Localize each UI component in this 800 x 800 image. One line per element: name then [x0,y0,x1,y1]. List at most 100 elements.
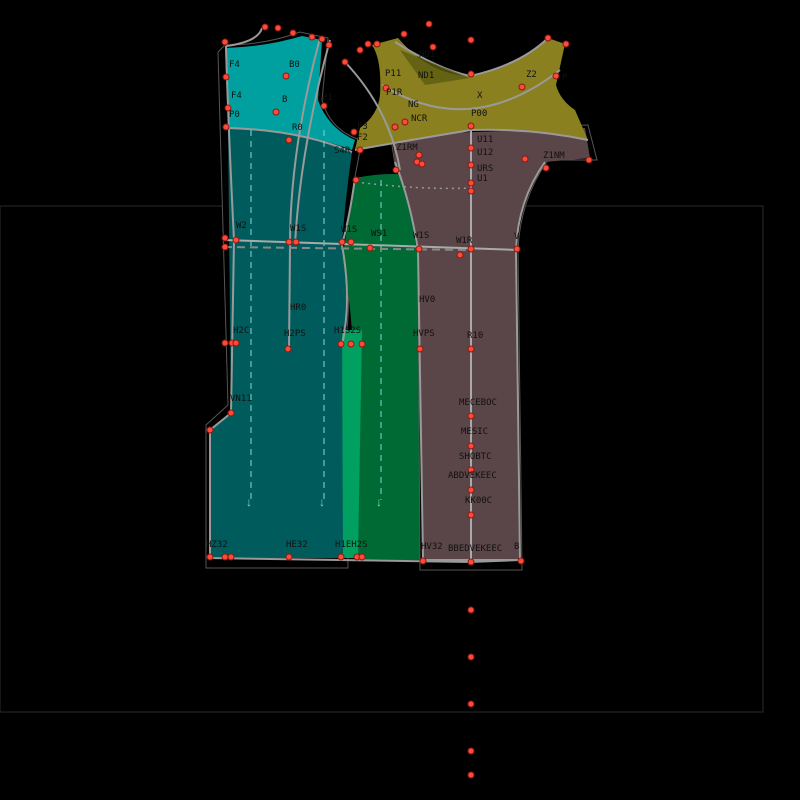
construction-point[interactable] [232,236,240,244]
front-lower-panel[interactable] [210,128,352,558]
construction-point[interactable] [285,553,293,561]
construction-point[interactable] [467,245,475,253]
construction-point[interactable] [289,29,297,37]
point-label: HV0 [419,295,435,305]
construction-point[interactable] [401,118,409,126]
construction-point[interactable] [416,345,424,353]
construction-point[interactable] [318,35,326,43]
construction-point[interactable] [221,553,229,561]
construction-point[interactable] [542,164,550,172]
construction-point[interactable] [467,771,475,779]
construction-point[interactable] [467,486,475,494]
construction-point[interactable] [467,442,475,450]
construction-point[interactable] [221,339,229,347]
construction-point[interactable] [285,238,293,246]
construction-point[interactable] [224,104,232,112]
side-piece[interactable]: ↓ [340,174,424,560]
construction-point[interactable] [366,244,374,252]
construction-point[interactable] [513,245,521,253]
construction-point[interactable] [320,102,328,110]
point-label: ABDVEKEEC [448,471,497,481]
construction-point[interactable] [382,84,390,92]
construction-point[interactable] [364,40,372,48]
construction-point[interactable] [338,238,346,246]
construction-point[interactable] [467,179,475,187]
construction-point[interactable] [325,41,333,49]
construction-point[interactable] [517,557,525,565]
construction-point[interactable] [467,345,475,353]
construction-point[interactable] [272,108,280,116]
construction-point[interactable] [418,160,426,168]
construction-point[interactable] [292,238,300,246]
construction-point[interactable] [467,412,475,420]
construction-point[interactable] [221,243,229,251]
construction-point[interactable] [544,34,552,42]
construction-point[interactable] [467,122,475,130]
construction-point[interactable] [347,238,355,246]
point-label: URS [477,164,493,174]
construction-point[interactable] [337,553,345,561]
construction-point[interactable] [358,553,366,561]
construction-point[interactable] [415,245,423,253]
point-label: R10 [467,331,483,341]
construction-point[interactable] [341,58,349,66]
front-piece[interactable]: ↓ ↓ [205,31,361,569]
construction-point[interactable] [467,144,475,152]
construction-point[interactable] [222,73,230,81]
construction-point[interactable] [308,33,316,41]
construction-points[interactable] [206,20,593,779]
construction-point[interactable] [392,166,400,174]
construction-point[interactable] [284,345,292,353]
construction-point[interactable] [467,466,475,474]
point-label: KK00C [465,496,492,506]
construction-point[interactable] [282,72,290,80]
construction-point[interactable] [562,40,570,48]
construction-point[interactable] [373,40,381,48]
construction-point[interactable] [585,156,593,164]
construction-point[interactable] [456,251,464,259]
point-label: P00 [471,109,487,119]
construction-point[interactable] [400,30,408,38]
construction-point[interactable] [352,176,360,184]
construction-point[interactable] [552,72,560,80]
construction-point[interactable] [274,24,282,32]
construction-point[interactable] [415,151,423,159]
construction-point[interactable] [350,128,358,136]
point-label: V [514,232,520,242]
construction-point[interactable] [467,653,475,661]
construction-point[interactable] [227,409,235,417]
construction-point[interactable] [347,340,355,348]
yoke-piece[interactable] [354,37,589,151]
construction-point[interactable] [467,161,475,169]
construction-point[interactable] [391,123,399,131]
construction-point[interactable] [467,700,475,708]
construction-point[interactable] [467,747,475,755]
construction-point[interactable] [222,123,230,131]
construction-point[interactable] [419,557,427,565]
construction-point[interactable] [261,23,269,31]
construction-point[interactable] [425,20,433,28]
construction-point[interactable] [356,146,364,154]
construction-point[interactable] [467,187,475,195]
construction-point[interactable] [429,43,437,51]
construction-point[interactable] [467,70,475,78]
construction-point[interactable] [221,38,229,46]
construction-point[interactable] [285,136,293,144]
construction-point[interactable] [337,340,345,348]
construction-point[interactable] [518,83,526,91]
construction-point[interactable] [467,511,475,519]
construction-point[interactable] [521,155,529,163]
construction-point[interactable] [358,340,366,348]
construction-point[interactable] [221,234,229,242]
construction-point[interactable] [467,558,475,566]
construction-point[interactable] [232,339,240,347]
front-upper-panel[interactable] [225,36,355,150]
construction-point[interactable] [206,426,214,434]
construction-point[interactable] [227,553,235,561]
construction-point[interactable] [467,606,475,614]
construction-point[interactable] [467,36,475,44]
construction-point[interactable] [356,46,364,54]
construction-point[interactable] [206,553,214,561]
